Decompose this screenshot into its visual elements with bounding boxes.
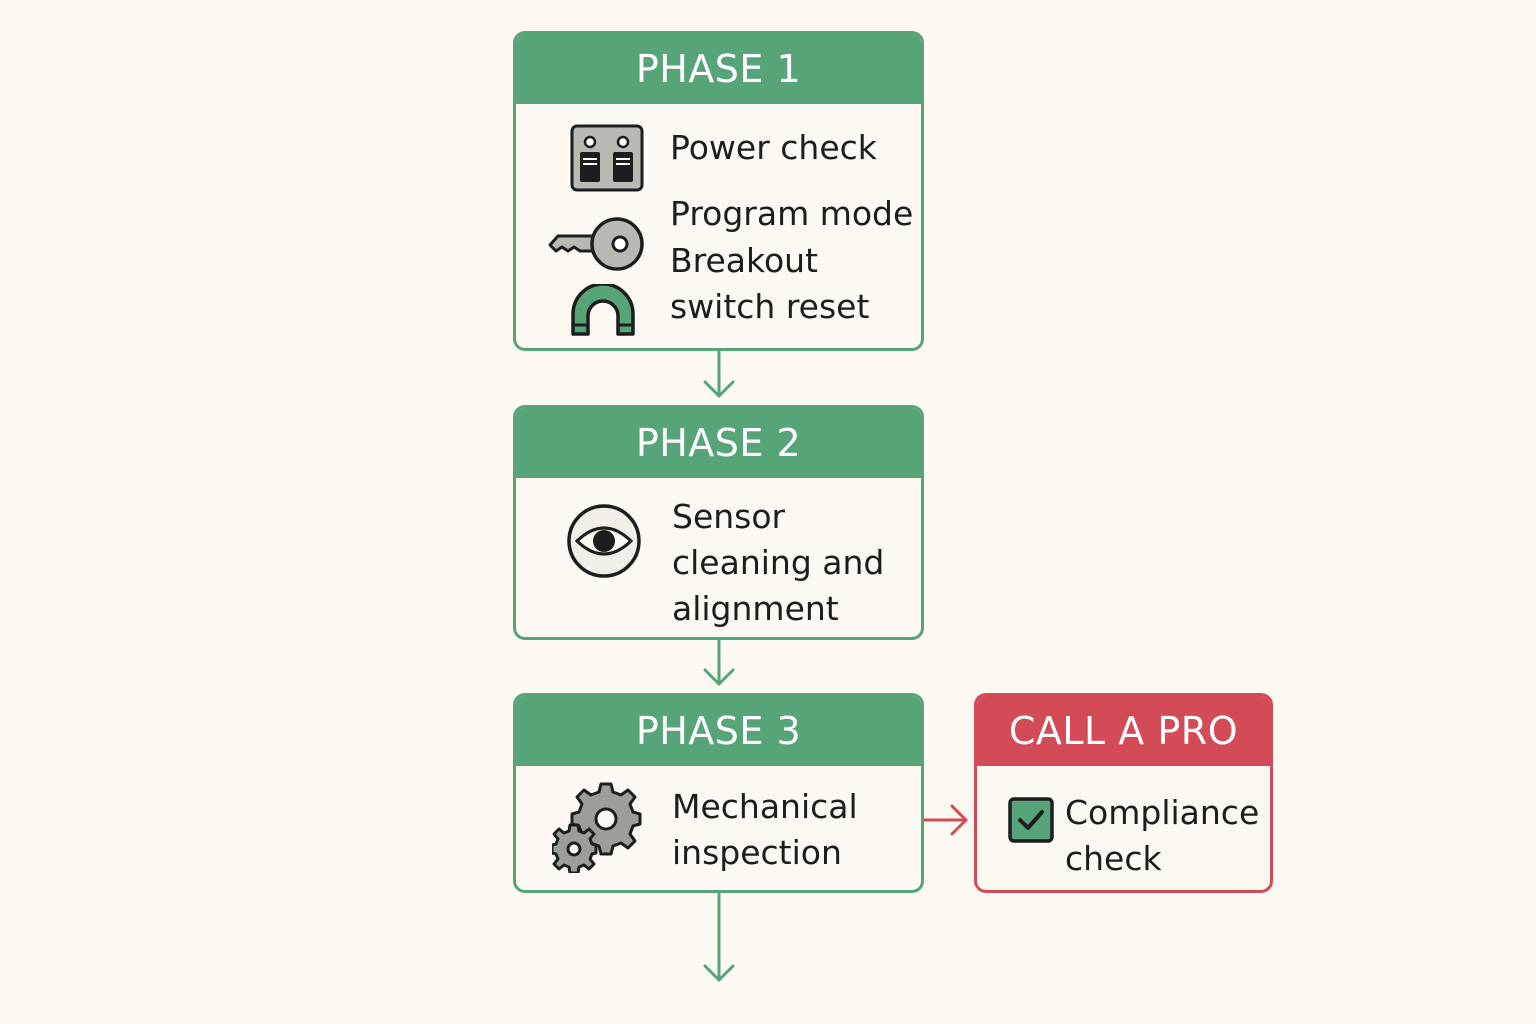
phase1-card: PHASE 1 Power check Program mode Brea <box>513 31 924 351</box>
phase3-title: PHASE 3 <box>516 696 921 766</box>
power-check-label: Power check <box>670 128 877 167</box>
sensor-label-line3: alignment <box>672 589 839 628</box>
sensor-label-line2: cleaning and <box>672 543 885 582</box>
arrow-phase1-to-phase2-head <box>703 380 735 398</box>
arrow-phase3-to-pro-head <box>950 804 968 836</box>
phase1-title: PHASE 1 <box>516 34 921 104</box>
checkbox-icon <box>1007 796 1055 848</box>
compliance-label-line1: Compliance <box>1065 793 1260 832</box>
eye-icon <box>564 501 644 585</box>
arrow-phase3-down-head <box>703 964 735 982</box>
gears-icon <box>550 781 644 877</box>
program-mode-label: Program mode <box>670 194 914 233</box>
sensor-label-line1: Sensor <box>672 497 786 536</box>
phase2-title: PHASE 2 <box>516 408 921 478</box>
phase2-card: PHASE 2 Sensor cleaning and alignment <box>513 405 924 640</box>
mechanical-label-line1: Mechanical <box>672 787 858 826</box>
phase3-card: PHASE 3 Mechanical inspection <box>513 693 924 893</box>
breakout-label-line2: switch reset <box>670 287 870 326</box>
call-a-pro-card: CALL A PRO Compliance check <box>974 693 1273 893</box>
mechanical-label-line2: inspection <box>672 833 842 872</box>
compliance-label-line2: check <box>1065 839 1162 878</box>
key-icon <box>546 214 646 280</box>
breakout-label-line1: Breakout <box>670 241 818 280</box>
arrow-phase2-to-phase3-head <box>703 668 735 686</box>
magnet-icon <box>568 282 638 344</box>
call-a-pro-title: CALL A PRO <box>977 696 1270 766</box>
switch-panel-icon <box>570 124 644 198</box>
